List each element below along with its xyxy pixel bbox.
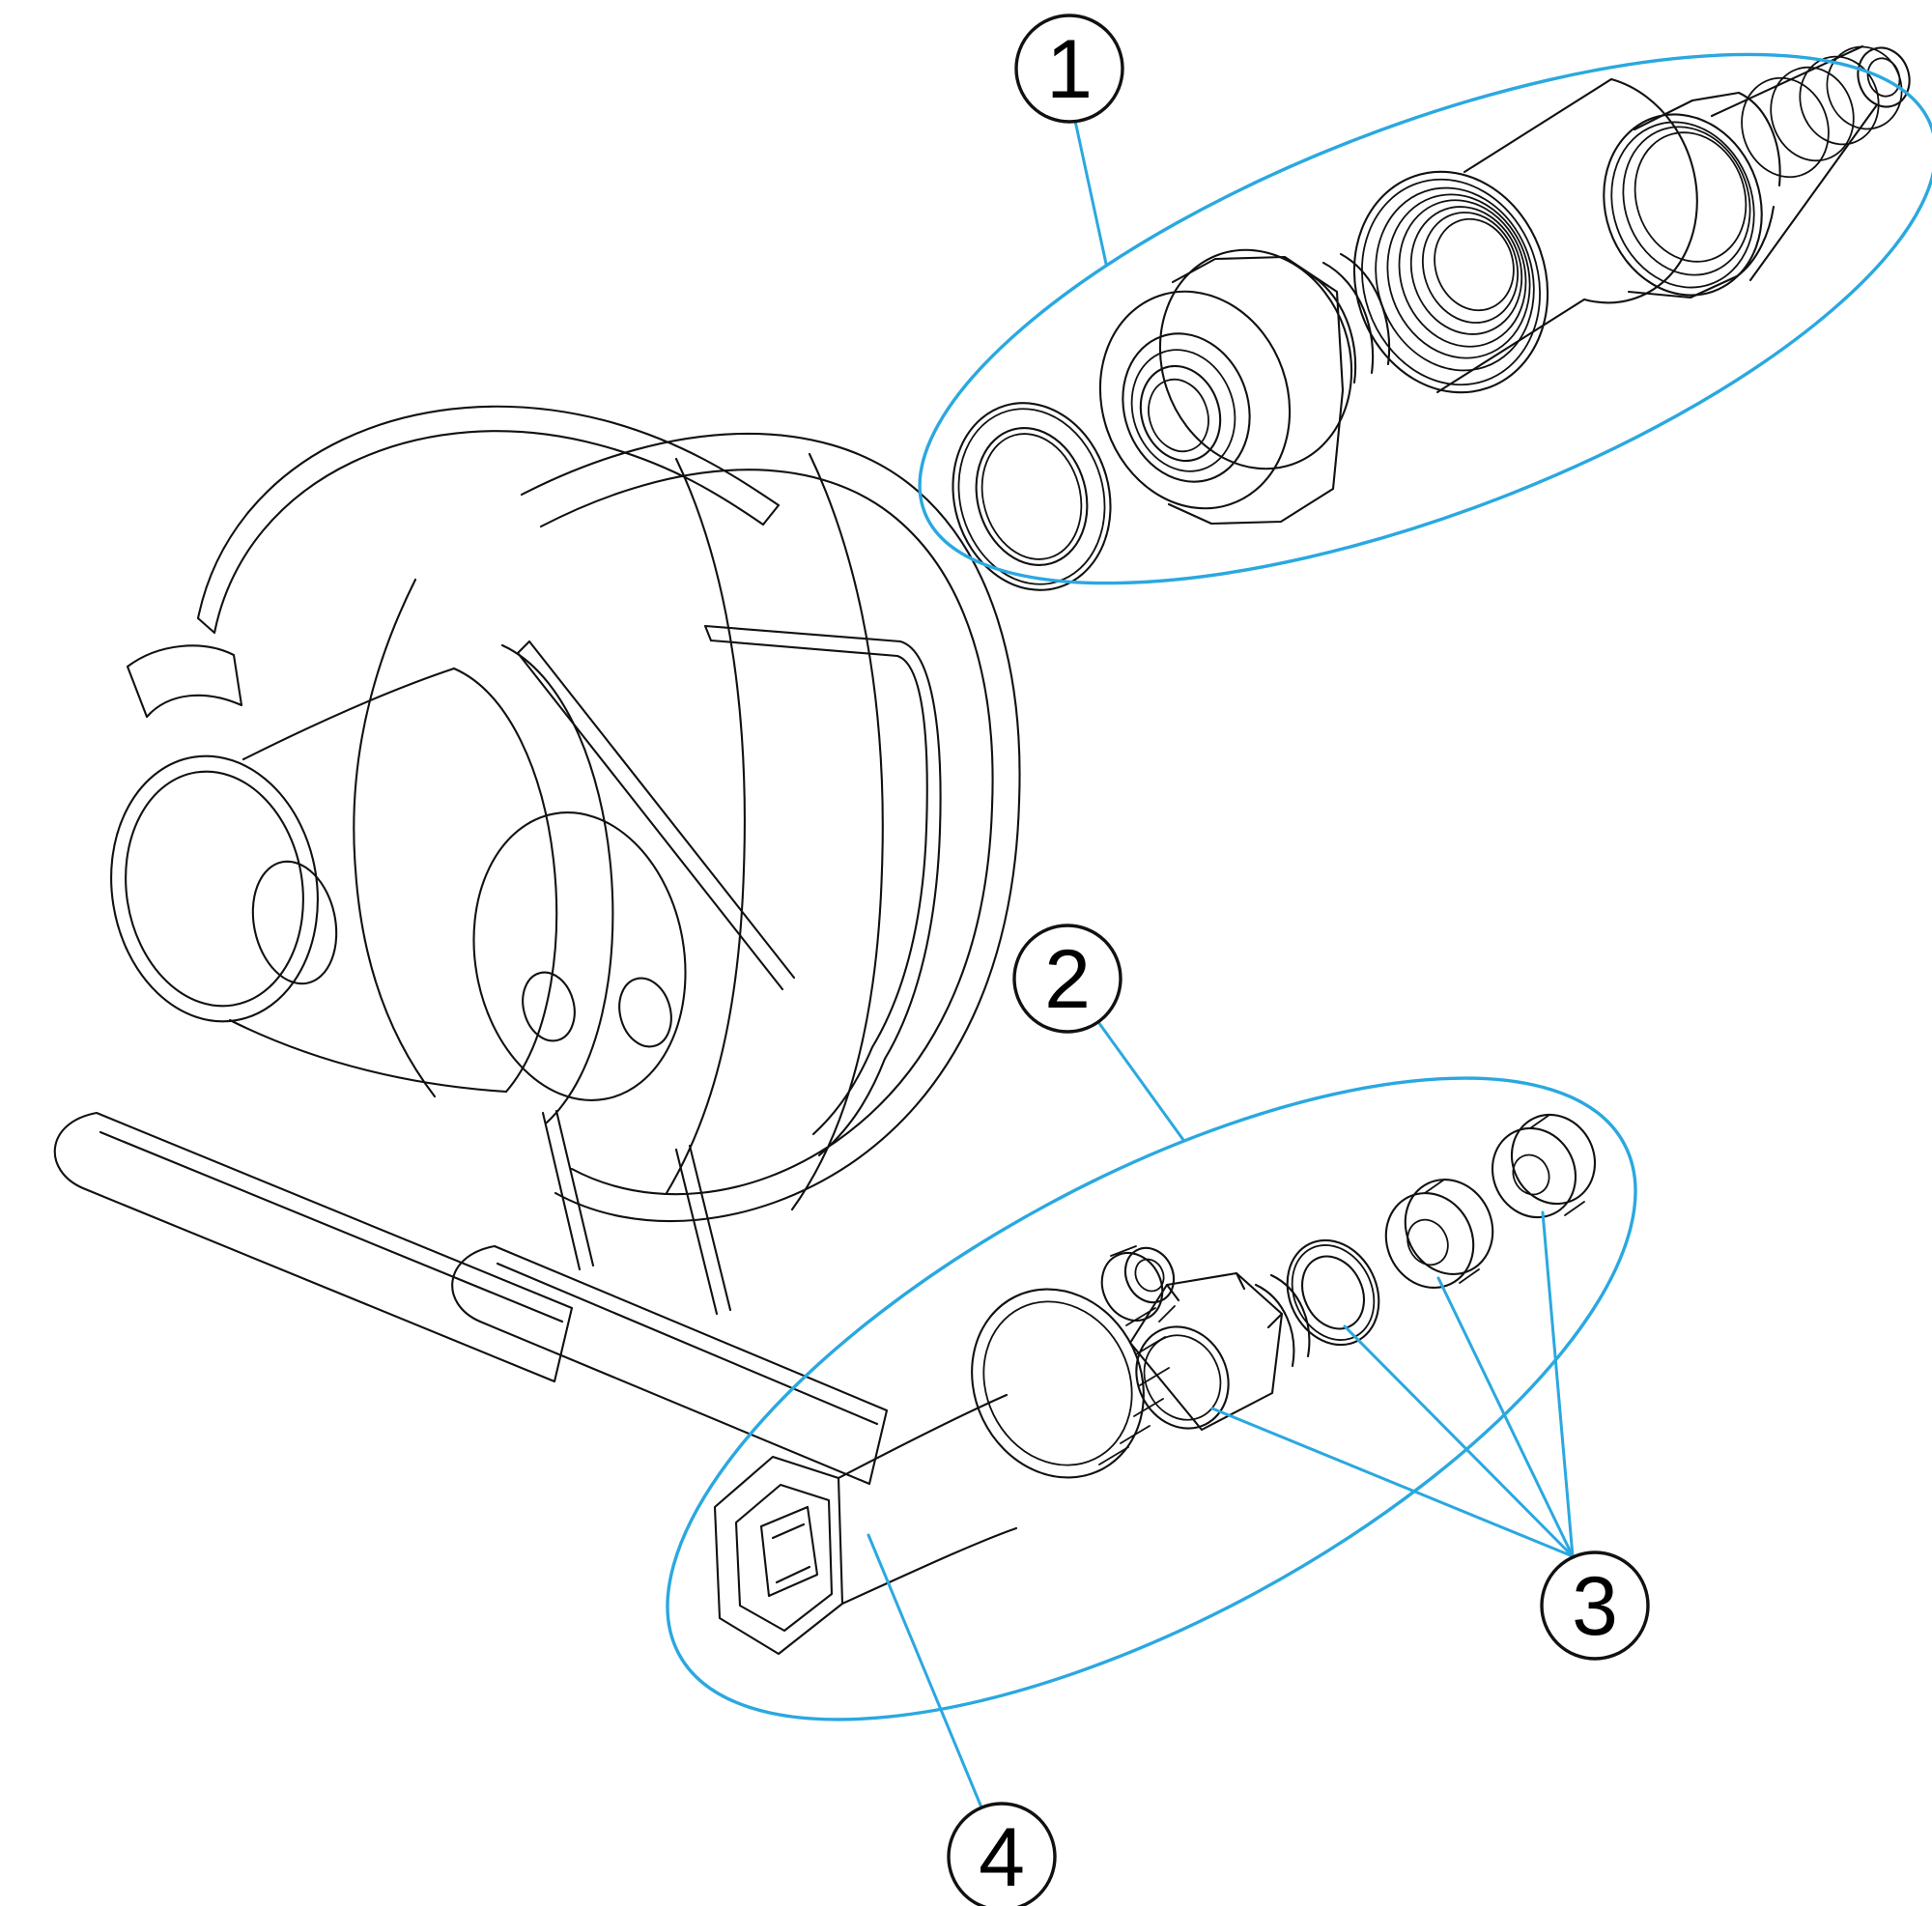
callout-4[interactable]: 4 xyxy=(947,1802,1057,1906)
callout-4-circle[interactable] xyxy=(947,1802,1057,1906)
tool-nose-end xyxy=(1123,1246,1176,1304)
blower-assembly xyxy=(53,405,1021,1486)
o-ring-inner xyxy=(975,427,1089,566)
tool-bell-rim-inner xyxy=(982,1300,1133,1466)
drum-housing xyxy=(353,432,1021,1223)
intake-tube-rim-inner xyxy=(125,770,304,1008)
ring-back xyxy=(1510,1113,1597,1206)
ring-sides xyxy=(1529,1114,1585,1216)
sleeve-thread4 xyxy=(1409,206,1523,335)
cage-straps xyxy=(196,405,942,1157)
kit-1-parts xyxy=(952,44,1911,591)
leader-callout-1 xyxy=(1073,119,1108,266)
callout-3-circle[interactable] xyxy=(1540,1550,1650,1661)
union-face-ring1 xyxy=(1122,332,1251,483)
adapter-collar-ring1 xyxy=(1603,113,1763,297)
union-hex-and-threads xyxy=(1167,252,1391,526)
adapter-barb-ridge2 xyxy=(1770,66,1855,162)
intake-tube-rim-outer xyxy=(110,754,319,1023)
tool-hex-head xyxy=(713,1393,1018,1656)
o-ring-outer2 xyxy=(957,408,1106,585)
adapter-barb-ridge3 xyxy=(1799,55,1880,146)
kit-2-parts xyxy=(713,1113,1597,1656)
union-flange-front xyxy=(1098,290,1292,510)
locknut-bore xyxy=(1143,1334,1222,1421)
adapter-hex-body xyxy=(1627,44,1878,299)
o-ring-gasket xyxy=(952,402,1112,591)
washer-outer2 xyxy=(1291,1244,1376,1341)
tool-nose-bore xyxy=(1134,1258,1165,1293)
skid-feet xyxy=(53,1109,889,1486)
sleeve-thread3 xyxy=(1398,199,1527,348)
hub-cone-lines xyxy=(452,643,614,1124)
adapter-tip xyxy=(1857,46,1911,108)
callout-3[interactable]: 3 xyxy=(1540,1550,1650,1661)
callout-2[interactable]: 2 xyxy=(1012,924,1122,1034)
boundaries-and-leaders xyxy=(666,52,1932,1809)
sleeve-body xyxy=(1435,77,1698,394)
union-face-ring2 xyxy=(1130,349,1236,472)
spacer-front xyxy=(1384,1192,1475,1289)
union-opening-inner xyxy=(1148,378,1209,453)
hose-barb-adapter xyxy=(1603,44,1911,299)
o-ring-outer xyxy=(952,402,1112,591)
adapter-collar-ring2 xyxy=(1610,121,1755,289)
leader-callout-3-locknut xyxy=(1210,1407,1575,1558)
spacer-ring xyxy=(1491,1113,1597,1219)
union-opening xyxy=(1139,364,1222,463)
leader-callout-3-ring xyxy=(1541,1210,1575,1558)
adapter-collar-ring4 xyxy=(1634,131,1747,263)
locknut-hex xyxy=(1128,1271,1311,1432)
o-ring-inner2 xyxy=(980,433,1083,560)
sleeve-thread5 xyxy=(1421,212,1520,324)
leader-callout-3-spacer xyxy=(1436,1276,1575,1558)
intake-tube-lines xyxy=(126,644,508,1094)
adapter-tip-bore xyxy=(1866,57,1901,98)
leader-callout-3-washer xyxy=(1343,1324,1575,1558)
hex-locknut xyxy=(1128,1271,1311,1432)
intake-tube-bore xyxy=(251,860,338,985)
washer-hole xyxy=(1301,1255,1365,1330)
spacer-hole xyxy=(1406,1218,1449,1266)
callout-2-circle[interactable] xyxy=(1012,924,1122,1034)
hub-ring xyxy=(472,811,687,1101)
callout-1-label: 1 xyxy=(1046,23,1093,116)
callout-2-label: 2 xyxy=(1044,933,1091,1026)
hub-hole-right xyxy=(618,977,672,1048)
union-flange-back xyxy=(1158,248,1353,470)
spacer-back xyxy=(1404,1179,1494,1275)
leader-callout-4 xyxy=(867,1533,983,1809)
kit-2-boundary-ellipse xyxy=(666,1076,1637,1721)
callouts: 1 2 3 4 xyxy=(947,14,1650,1906)
sleeve-thread6 xyxy=(1434,217,1515,312)
callout-1-circle[interactable] xyxy=(1014,14,1124,124)
tool-nose xyxy=(1100,1252,1164,1322)
hex-socket-tool xyxy=(713,1245,1176,1656)
leader-callout-2 xyxy=(1096,1020,1185,1142)
washer-outer xyxy=(1286,1238,1380,1347)
sleeve-rim-outer xyxy=(1352,170,1549,394)
ring-front xyxy=(1491,1126,1577,1219)
callout-4-label: 4 xyxy=(979,1811,1025,1904)
kit-1-boundary-ellipse xyxy=(918,52,1932,585)
adapter-collar-ring3 xyxy=(1622,126,1751,276)
cylindrical-spacer xyxy=(1384,1179,1494,1289)
locknut-face-ring xyxy=(1135,1325,1230,1430)
sleeve-thread1 xyxy=(1375,186,1535,372)
sleeve-rim-inner xyxy=(1361,178,1541,386)
threaded-union-fitting xyxy=(1098,248,1391,526)
ring-hole xyxy=(1512,1153,1550,1196)
sleeve-thread2 xyxy=(1386,193,1531,359)
spacer-sides xyxy=(1424,1179,1480,1284)
flat-washer xyxy=(1286,1238,1380,1347)
callout-3-label: 3 xyxy=(1572,1560,1618,1653)
adapter-barb-ridge1 xyxy=(1741,76,1830,179)
hub-hole-left xyxy=(522,971,576,1042)
threaded-coupling-sleeve xyxy=(1352,77,1698,394)
callout-1[interactable]: 1 xyxy=(1014,14,1124,124)
